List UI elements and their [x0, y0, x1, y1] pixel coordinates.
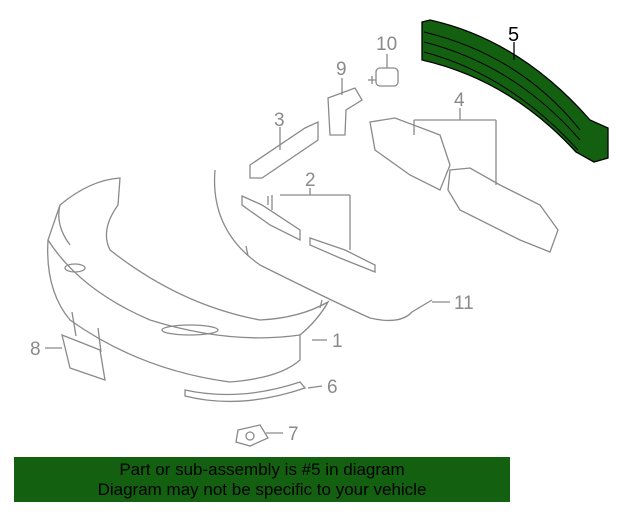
part-6-molding[interactable] [184, 381, 307, 403]
callout-2[interactable]: 2 [305, 170, 316, 191]
banner-line-1: Part or sub-assembly is #5 in diagram [119, 460, 405, 479]
callout-6[interactable]: 6 [327, 377, 338, 398]
banner-line-2: Diagram may not be specific to your vehi… [97, 480, 427, 499]
leader-lines [45, 42, 515, 434]
callout-9[interactable]: 9 [336, 59, 347, 80]
part-7-clip[interactable] [235, 424, 269, 447]
part-2-brackets[interactable] [241, 194, 376, 273]
callout-10[interactable]: 10 [376, 34, 397, 55]
info-banner: Part or sub-assembly is #5 in diagram Di… [14, 457, 510, 502]
callout-4[interactable]: 4 [454, 90, 465, 111]
callout-3[interactable]: 3 [274, 110, 285, 131]
part-1-bumper-cover[interactable] [47, 177, 330, 383]
part-9-sensor-bracket[interactable] [327, 87, 363, 136]
part-11-harness[interactable] [213, 169, 433, 322]
callout-7[interactable]: 7 [288, 424, 299, 445]
callout-11[interactable]: 11 [454, 293, 474, 314]
part-5-reinforcement[interactable] [421, 19, 609, 163]
callout-8[interactable]: 8 [30, 339, 41, 360]
part-4-energy-absorbers[interactable] [369, 117, 559, 253]
part-10-sensor[interactable] [368, 67, 399, 87]
callout-5[interactable]: 5 [508, 24, 519, 46]
callout-1[interactable]: 1 [332, 331, 343, 352]
part-3-bracket[interactable] [249, 120, 319, 179]
part-8-bracket[interactable] [61, 311, 106, 381]
